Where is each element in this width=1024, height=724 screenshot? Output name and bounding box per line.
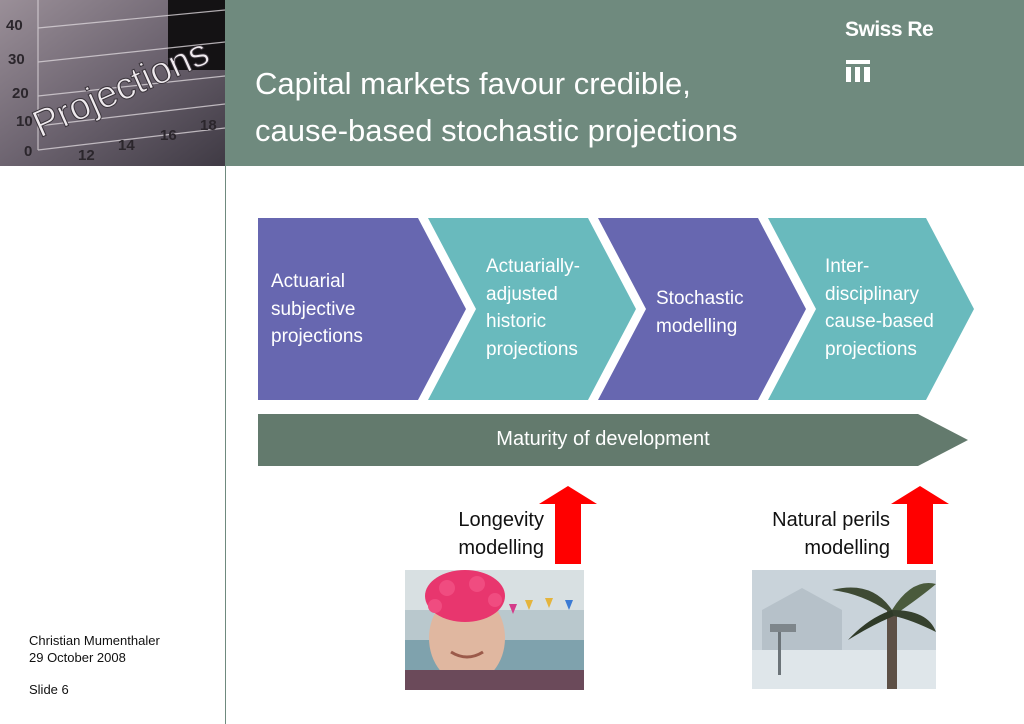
step-line: historic xyxy=(486,311,547,332)
process-step-label: Stochastic modelling xyxy=(656,285,744,340)
footer-date: 29 October 2008 xyxy=(29,650,126,665)
swiss-re-logo-text: Swiss Re xyxy=(845,18,934,41)
step-line: Stochastic xyxy=(656,288,744,309)
up-arrow-icon xyxy=(891,486,949,564)
process-step-chevron xyxy=(428,218,636,400)
y-tick-label: 40 xyxy=(6,17,23,34)
maturity-label: Maturity of development xyxy=(496,428,710,450)
step-line: disciplinary xyxy=(825,283,919,305)
y-tick-label: 10 xyxy=(16,113,33,130)
longevity-caption: Longevity modelling xyxy=(386,506,544,562)
y-tick-label: 30 xyxy=(8,51,25,68)
footer-slide-number: Slide 6 xyxy=(29,682,69,697)
natural-perils-caption: Natural perils modelling xyxy=(700,506,890,562)
step-line: Actuarially- xyxy=(486,256,580,277)
step-line: projections xyxy=(486,338,578,360)
process-step-label: Actuarial subjective projections xyxy=(271,268,363,351)
slide-title-line: Capital markets favour credible, xyxy=(255,66,691,101)
step-line: adjusted xyxy=(486,283,558,305)
process-step-chevron xyxy=(598,218,806,400)
process-step-chevron xyxy=(258,218,466,400)
step-line: Inter- xyxy=(825,256,870,277)
step-line: cause-based xyxy=(825,311,934,332)
up-arrow-icon xyxy=(539,486,597,564)
caption-line: modelling xyxy=(458,537,544,559)
left-divider xyxy=(225,166,226,724)
swimmer-photo xyxy=(405,570,584,690)
swiss-re-logo-icon xyxy=(846,60,870,82)
process-step-label: Actuarially- adjusted historic projectio… xyxy=(486,253,580,363)
projections-chart-photo: 40 30 20 10 0 12 14 16 18 Projections xyxy=(0,0,225,166)
y-tick-label: 20 xyxy=(12,85,29,102)
maturity-arrow xyxy=(258,414,968,466)
caption-line: Natural perils xyxy=(772,509,890,531)
step-line: projections xyxy=(271,326,363,347)
slide-title: Capital markets favour credible, cause-b… xyxy=(255,60,815,154)
step-line: Actuarial xyxy=(271,271,345,292)
process-step-chevron xyxy=(768,218,974,400)
x-tick-label: 12 xyxy=(78,147,95,164)
x-tick-label: 16 xyxy=(160,127,177,144)
storm-photo xyxy=(752,570,936,689)
x-tick-label: 18 xyxy=(200,117,217,134)
step-line: projections xyxy=(825,338,917,360)
step-line: modelling xyxy=(656,315,738,337)
caption-line: Longevity xyxy=(458,509,544,531)
footer-author: Christian Mumenthaler xyxy=(29,633,160,648)
slide-title-line: cause-based stochastic projections xyxy=(255,113,738,148)
step-line: subjective xyxy=(271,298,356,320)
x-tick-label: 14 xyxy=(118,137,135,154)
caption-line: modelling xyxy=(804,537,890,559)
y-tick-label: 0 xyxy=(24,143,32,160)
process-step-label: Inter- disciplinary cause-based projecti… xyxy=(825,253,934,363)
